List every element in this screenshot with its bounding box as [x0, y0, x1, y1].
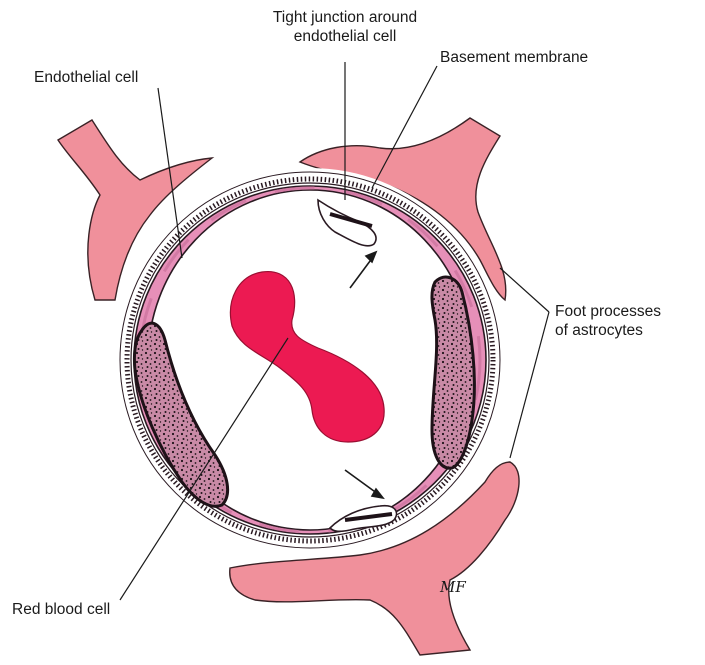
label-foot-processes: Foot processes of astrocytes — [555, 302, 661, 340]
label-tight-junction: Tight junction around endothelial cell — [250, 8, 440, 46]
label-tight-junction-line2: endothelial cell — [250, 27, 440, 46]
signature-mark: MF — [439, 578, 466, 596]
label-basement-membrane: Basement membrane — [440, 48, 588, 67]
label-tight-junction-line1: Tight junction around — [250, 8, 440, 27]
label-foot-processes-line2: of astrocytes — [555, 321, 661, 340]
label-foot-processes-line1: Foot processes — [555, 302, 661, 321]
label-endothelial-cell: Endothelial cell — [34, 68, 138, 87]
label-red-blood-cell: Red blood cell — [12, 600, 110, 619]
